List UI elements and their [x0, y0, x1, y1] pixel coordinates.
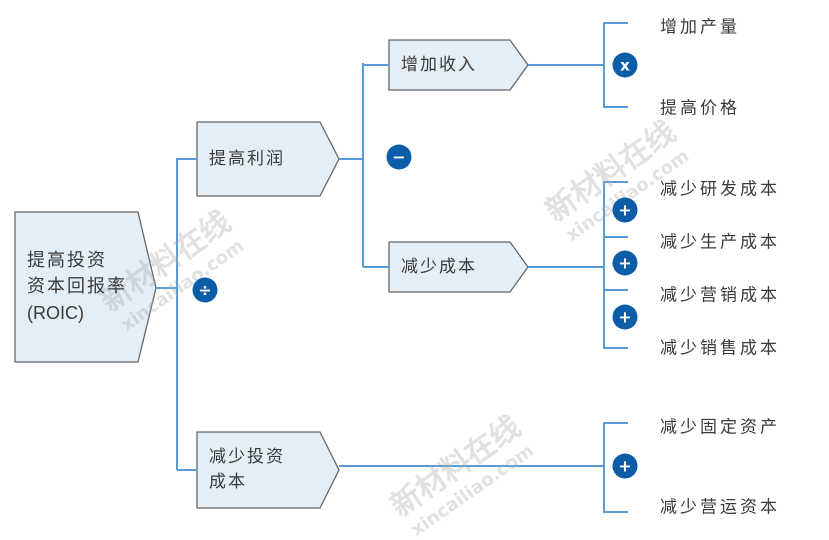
divide-operator-icon: ÷ — [192, 277, 218, 303]
cost-box-shape — [388, 241, 529, 293]
node-increase-revenue: 增加收入 — [389, 40, 527, 90]
plus-operator-icon: + — [612, 304, 638, 330]
leaf-reduce-marketing-cost: 减少营销成本 — [660, 285, 780, 306]
plus-operator-icon: + — [612, 453, 638, 479]
leaf-reduce-sales-cost: 减少销售成本 — [660, 338, 780, 359]
multiply-operator-icon: x — [612, 52, 638, 78]
node-label: 减少成本 — [401, 256, 477, 277]
leaf-increase-volume: 增加产量 — [660, 17, 740, 38]
minus-operator-icon: − — [386, 144, 412, 170]
root-label-line1: 提高投资 — [27, 249, 107, 271]
leaf-reduce-production-cost: 减少生产成本 — [660, 232, 780, 253]
profit-box-shape — [196, 121, 340, 197]
node-label-line1: 减少投资 — [209, 447, 285, 468]
leaf-reduce-rd-cost: 减少研发成本 — [660, 179, 780, 200]
root-label-line2: 资本回报率 — [27, 275, 127, 297]
invest-box-shape — [196, 431, 340, 509]
node-label-line2: 成本 — [209, 472, 247, 492]
node-label: 增加收入 — [401, 54, 477, 75]
revenue-box-shape — [388, 39, 529, 91]
root-label-line3: (ROIC) — [27, 303, 84, 324]
root-box-shape — [14, 211, 157, 363]
plus-operator-icon: + — [612, 197, 638, 223]
plus-operator-icon: + — [612, 250, 638, 276]
leaf-reduce-fixed-assets: 减少固定资产 — [660, 417, 780, 438]
node-label: 提高利润 — [209, 148, 285, 169]
leaf-raise-price: 提高价格 — [660, 98, 740, 119]
root-node-roic: 提高投资 资本回报率 (ROIC) — [15, 212, 155, 362]
node-reduce-cost: 减少成本 — [389, 242, 527, 292]
node-increase-profit: 提高利润 — [197, 122, 337, 196]
leaf-reduce-working-capital: 减少营运资本 — [660, 497, 780, 518]
node-reduce-invested-capital: 减少投资成本 — [197, 432, 337, 508]
